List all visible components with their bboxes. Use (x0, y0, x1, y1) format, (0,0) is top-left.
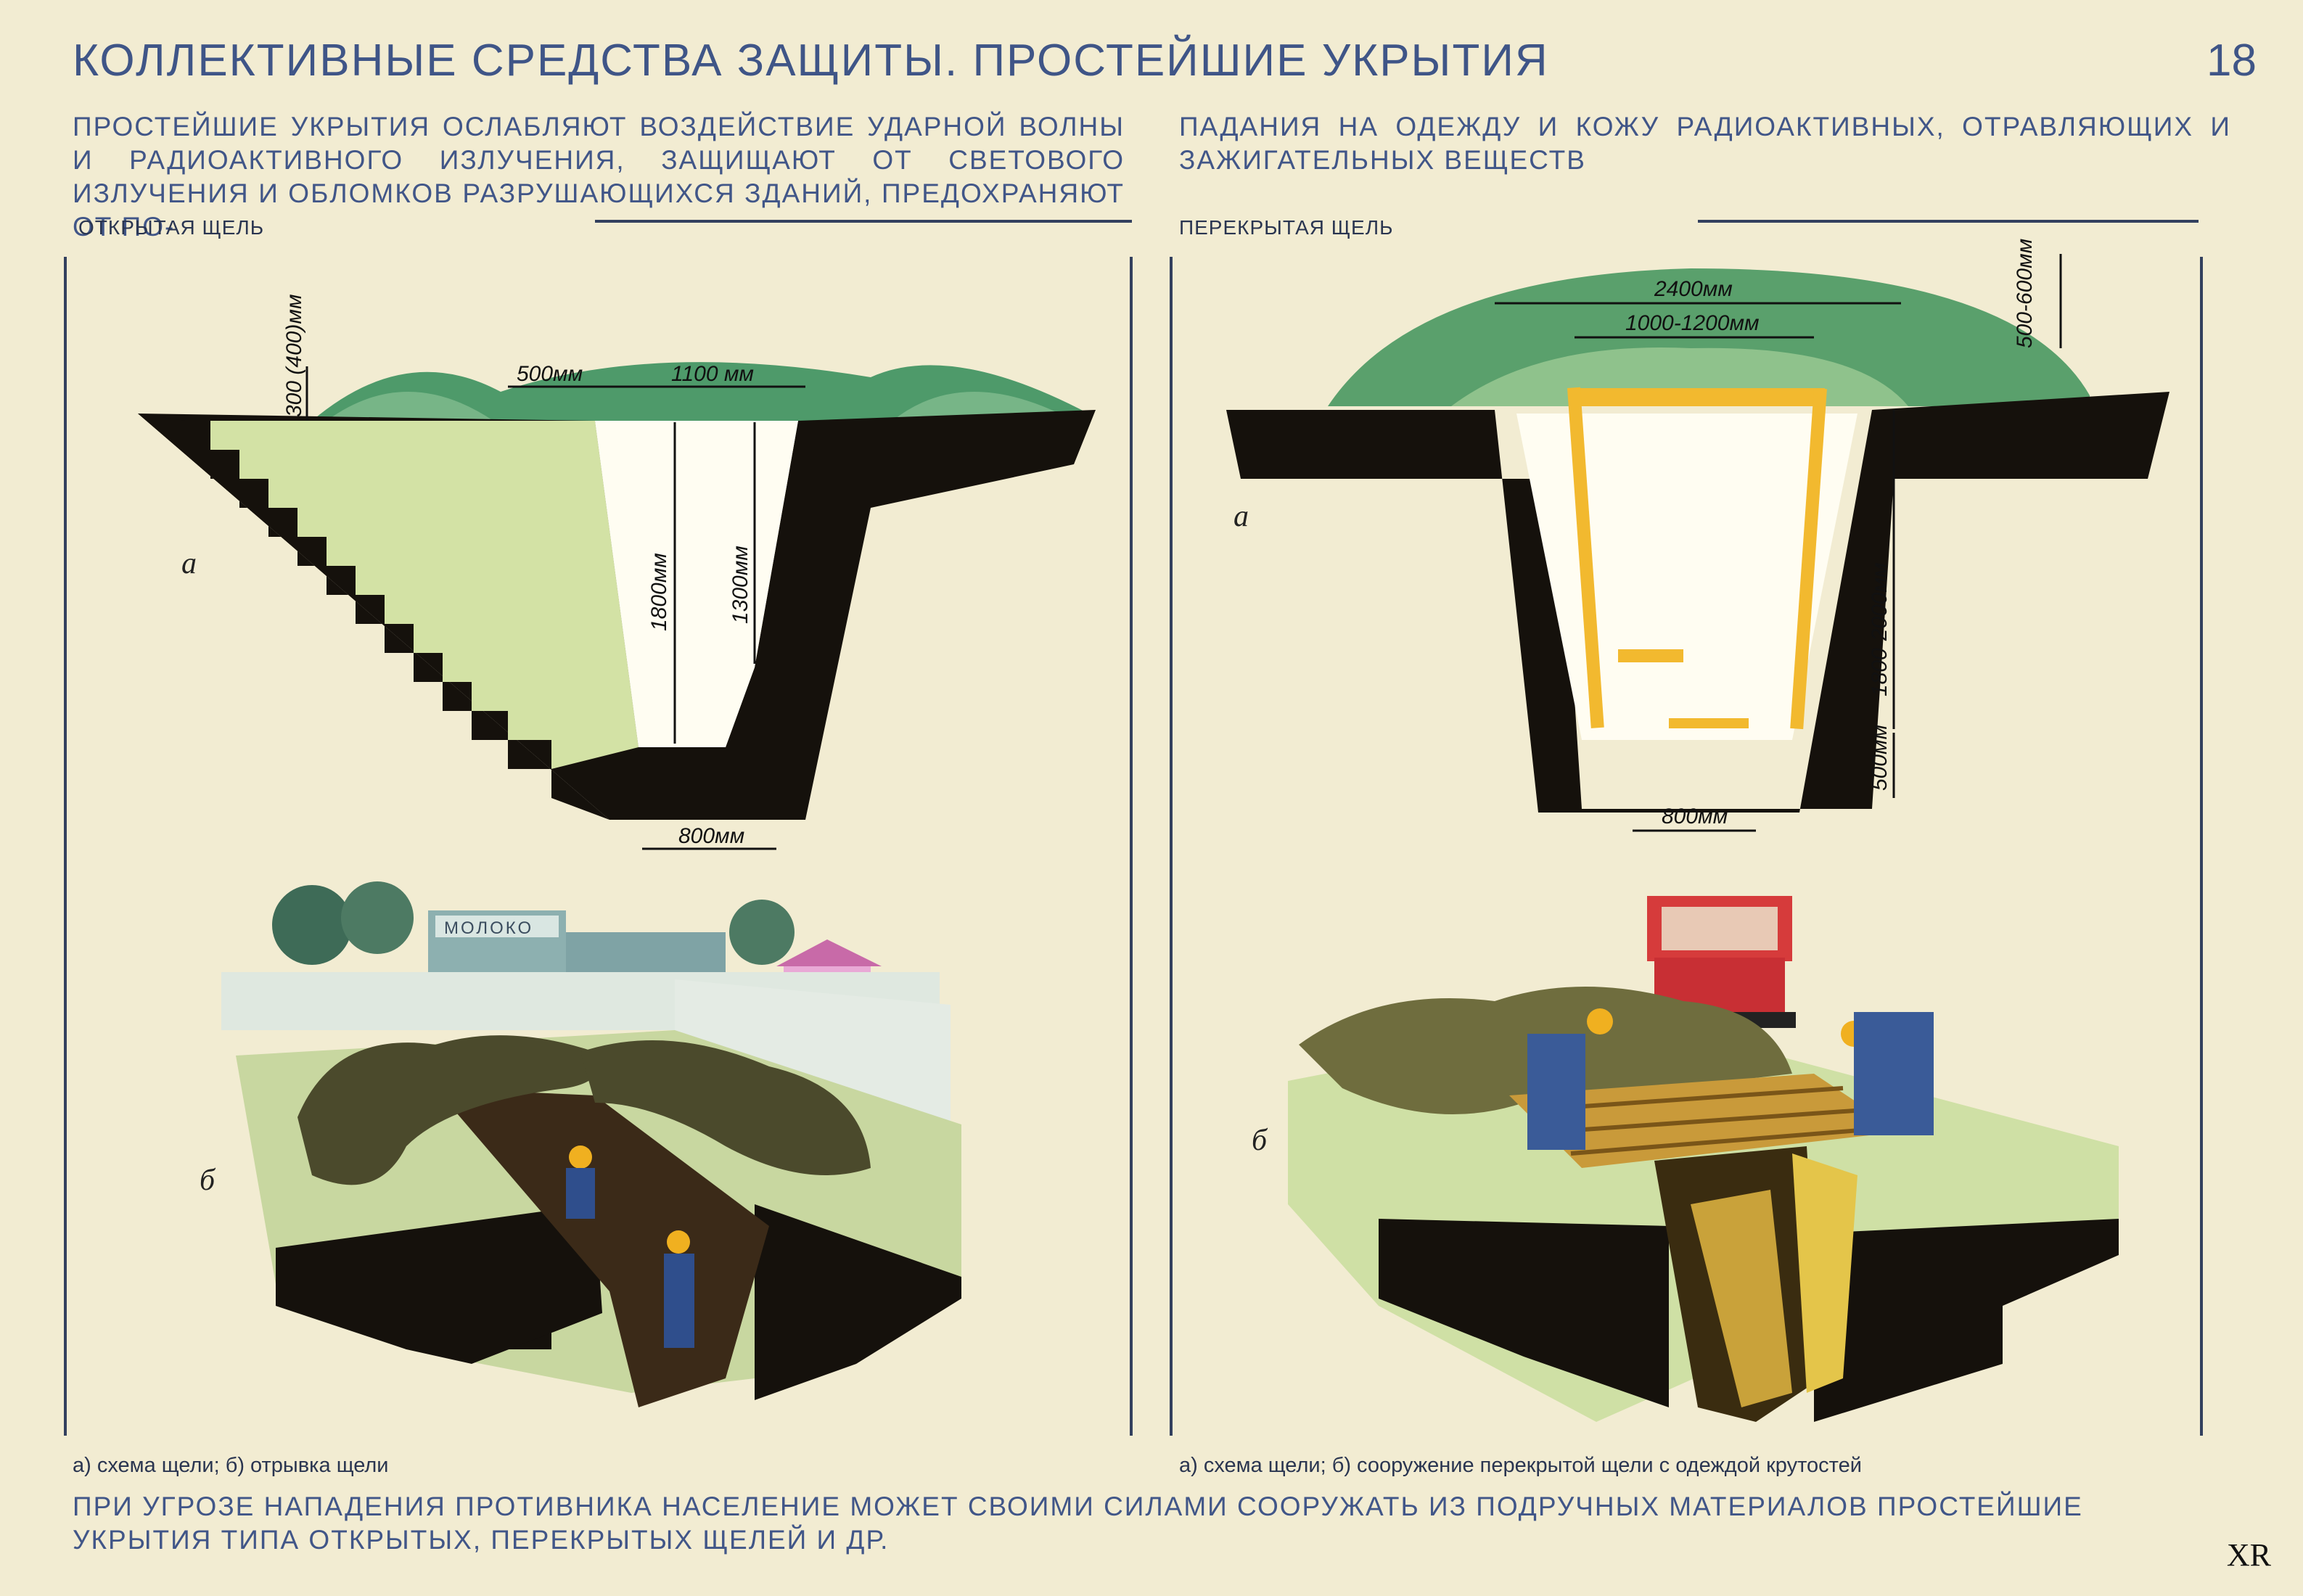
covered-panel-top-rule (1698, 220, 2199, 223)
covered-trench-soil (1226, 392, 2169, 813)
page-number: 18 (2206, 36, 2257, 86)
open-panel-top-rule (595, 220, 1132, 223)
covered-letter-b: б (1252, 1124, 1268, 1157)
open-slit-label: ОТКРЫТАЯ ЩЕЛЬ (78, 216, 265, 239)
covered-dim-depth: 1800-2000мм (1868, 562, 1892, 696)
covered-slit-schematic: 2400мм 1000-1200мм 500-600мм 1800-2000мм… (1226, 239, 2169, 832)
covered-ground-cut-left (1379, 1219, 1669, 1407)
open-dim-inner-depth: 1300мм (728, 546, 752, 624)
open-trench-steps (138, 414, 609, 820)
covered-letter-a: а (1233, 500, 1249, 533)
open-dim-top-width: 1100 мм (671, 362, 754, 386)
covered-dim-inner-width: 1000-1200мм (1625, 311, 1760, 335)
covered-dim-mound-height: 500-600мм (2013, 239, 2037, 348)
open-soil-heap-left (297, 1035, 599, 1185)
worker-lower (664, 1254, 694, 1348)
open-dim-bottom-width: 800мм (678, 824, 744, 848)
open-steps-face (185, 421, 639, 769)
covered-timber-beam (1578, 388, 1825, 406)
covered-dim-bottom-depth: 500мм (1868, 725, 1892, 791)
open-soil-heap-right (580, 1040, 871, 1175)
covered-slit-label: ПЕРЕКРЫТАЯ ЩЕЛЬ (1179, 216, 1394, 239)
footer-text: ПРИ УГРОЗЕ НАПАДЕНИЯ ПРОТИВНИКА НАСЕЛЕНИ… (73, 1492, 2083, 1555)
covered-dim-outer-width: 2400мм (1654, 277, 1733, 301)
open-letter-a: а (181, 547, 197, 580)
covered-slit-illustration: б (1252, 896, 2119, 1422)
covered-dim-bottom-width: 800мм (1662, 805, 1728, 828)
open-slit-interior (595, 421, 798, 747)
page-title: КОЛЛЕКТИВНЫЕ СРЕДСТВА ЗАЩИТЫ. ПРОСТЕЙШИЕ… (73, 36, 1549, 86)
open-slit-caption: а) схема щели; б) отрывка щели (73, 1454, 389, 1477)
covered-ground-cut-right (1814, 1219, 2119, 1422)
open-dim-mound-height: 300 (400)мм (282, 294, 306, 417)
covered-slit-panel (1170, 257, 2203, 1436)
open-dim-total-depth: 1800мм (647, 553, 671, 631)
open-slit-schematic: 300 (400)мм 500мм 1100 мм 1800мм 1300мм … (138, 294, 1096, 850)
covered-timber-left (1567, 387, 1604, 728)
covered-slit-caption: а) схема щели; б) сооружение перекрытой … (1179, 1454, 1862, 1477)
open-letter-b: б (200, 1164, 216, 1197)
open-dim-side-width: 500мм (517, 362, 583, 386)
covered-bench (1618, 649, 1683, 662)
covered-slit-interior (1516, 414, 1857, 740)
corner-mark: XR (2226, 1537, 2271, 1573)
worker-right (1854, 1012, 1934, 1135)
covered-timber-right (1790, 388, 1827, 730)
open-earth-mound (312, 362, 1088, 421)
open-slit-panel (64, 257, 1133, 1436)
intro-text-left: ПРОСТЕЙШИЕ УКРЫТИЯ ОСЛАБЛЯЮТ ВОЗДЕЙСТВИЕ… (73, 112, 1125, 242)
open-ground-cut (276, 1204, 602, 1364)
intro-text-right: ПАДАНИЯ НА ОДЕЖДУ И КОЖУ РАДИОАКТИВНЫХ, … (1179, 112, 2231, 175)
worker-upper (566, 1168, 595, 1219)
covered-timber-lining (1792, 1153, 1857, 1393)
open-slit-illustration: МОЛОКО б (200, 881, 961, 1407)
worker-left (1527, 1034, 1585, 1150)
dairy-sign: МОЛОКО (444, 918, 533, 938)
open-mound-left (327, 392, 493, 421)
